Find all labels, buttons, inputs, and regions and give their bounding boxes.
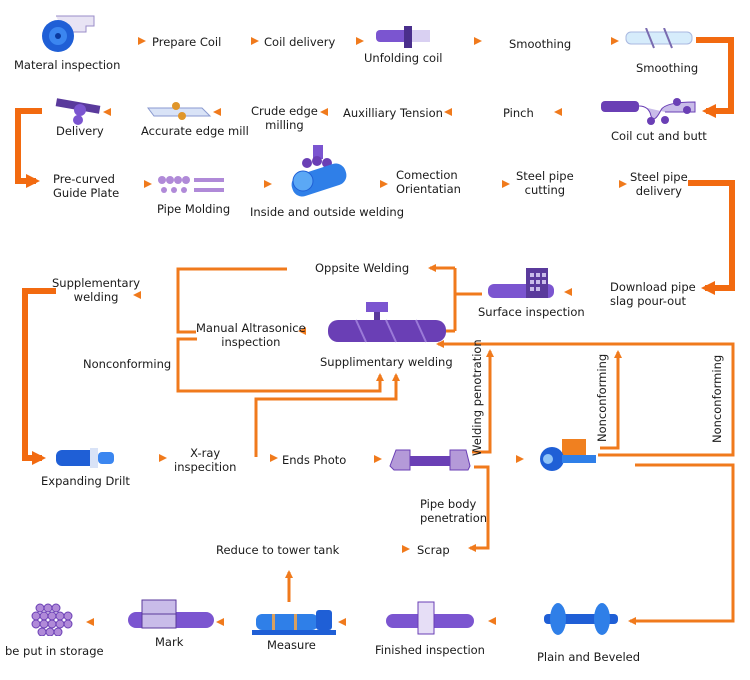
arrow-steeldelivery-download <box>688 180 735 295</box>
label-line: inspecition <box>174 460 237 474</box>
label-line: Pre-curved <box>53 172 115 186</box>
label-line: delivery <box>635 184 682 198</box>
label-prepare-coil: Prepare Coil <box>152 35 222 49</box>
supplementary-welding-pipe-icon <box>328 302 446 343</box>
label-line: Steel pipe <box>516 169 574 183</box>
label-line: milling <box>265 118 304 132</box>
delivery-rollers-icon <box>55 98 101 125</box>
smoothing-machine-icon <box>625 28 693 49</box>
loop-opposite-manual <box>176 267 287 334</box>
label-delivery: Delivery <box>56 124 104 138</box>
label-line: Supplementary <box>52 276 141 290</box>
arrow-smoothing-coilcut <box>696 37 734 118</box>
pipe-end-machine-icon <box>389 449 471 471</box>
label-line: X-ray <box>190 446 221 460</box>
label-line: Manual Altrasonice <box>196 321 306 335</box>
unfolding-coil-icon <box>376 26 430 48</box>
label-steel-pipe-cutting: Steel pipe cutting <box>516 169 574 197</box>
label-smoothing-2: Smoothing <box>636 61 699 75</box>
pipe-bundle-icon <box>31 603 73 636</box>
label-xray-inspection: X-ray inspecition <box>174 446 236 474</box>
label-supplementary-welding-left: Supplementary welding <box>52 276 140 304</box>
label-line: Orientatian <box>396 182 461 196</box>
label-smoothing-1: Smoothing <box>509 37 572 51</box>
label-nonconforming-left: Nonconforming <box>83 357 172 371</box>
label-pre-curved-guide: Pre-curved Guide Plate <box>53 172 119 200</box>
label-accurate-edge-mill: Accurate edge mill <box>141 124 249 138</box>
coil-roll-icon <box>42 15 95 52</box>
coil-cut-butt-icon <box>601 98 696 125</box>
label-line: penetration <box>420 511 488 525</box>
arrow-pipebody-scrap <box>468 465 490 552</box>
label-plain-beveled: Plain and Beveled <box>537 650 641 664</box>
edge-mill-icon <box>147 102 212 120</box>
label-opposite-welding: Oppsite Welding <box>315 261 410 275</box>
label-line: cutting <box>524 183 566 197</box>
label-crude-edge-milling: Crude edge milling <box>251 104 318 132</box>
label-line: Pipe body <box>420 497 477 511</box>
label-coil-delivery: Coil delivery <box>264 35 336 49</box>
arrow-delivery-precurved <box>15 108 42 188</box>
surface-inspection-icon <box>488 268 554 298</box>
plain-beveled-machine-icon <box>544 603 618 635</box>
label-line: Comection <box>396 168 458 182</box>
label-surface-inspection: Surface inspection <box>478 305 585 319</box>
arrow-supp-expanding <box>22 288 56 465</box>
label-line: Steel pipe <box>630 170 688 184</box>
arrow-to-opposite-welding <box>430 268 457 331</box>
arrow-nonconforming-mid-up <box>600 350 622 450</box>
label-correction-orientation: Comection Orientatian <box>396 168 461 196</box>
label-line: welding <box>73 290 119 304</box>
label-auxiliary-tension: Auxilliary Tension <box>343 106 443 120</box>
label-steel-pipe-delivery: Steel pipe delivery <box>630 170 688 198</box>
label-line: Guide Plate <box>53 186 120 200</box>
label-nonconforming-mid: Nonconforming <box>595 353 609 442</box>
label-measure: Measure <box>267 638 316 652</box>
loop-xray-supplementary <box>254 373 400 457</box>
label-line: inspection <box>221 335 281 349</box>
label-nonconforming-right: Nonconforming <box>710 354 724 443</box>
label-scrap: Scrap <box>417 543 450 557</box>
welding-machine-icon <box>291 145 347 197</box>
finished-inspection-icon <box>386 601 474 635</box>
label-expanding-drilt: Expanding Drilt <box>41 474 130 488</box>
label-inside-outside-welding: Inside and outside welding <box>250 205 404 219</box>
label-ends-photo: Ends Photo <box>282 453 347 467</box>
label-manual-ultrasonic: Manual Altrasonice inspection <box>196 321 306 349</box>
expanding-drill-icon <box>56 448 114 468</box>
label-pipe-body-penetration: Pipe body penetration <box>420 497 487 525</box>
label-mark: Mark <box>155 635 184 649</box>
label-reduce-tower-tank: Reduce to tower tank <box>216 543 340 557</box>
label-finished-inspection: Finished inspection <box>375 643 485 657</box>
arrow-to-plain-beveled <box>628 463 735 625</box>
label-pinch: Pinch <box>503 106 534 120</box>
ultrasonic-tester-icon <box>540 439 596 471</box>
label-coil-cut-butt: Coil cut and butt <box>611 129 707 143</box>
label-unfolding-coil: Unfolding coil <box>364 51 443 65</box>
label-line: Crude edge <box>251 104 318 118</box>
label-line: slag pour-out <box>610 294 687 308</box>
label-supplementary-welding-mid: Supplimentary welding <box>320 355 453 369</box>
arrow-welding-penetration-up <box>472 349 494 454</box>
label-download-pipe: Download pipe slag pour-out <box>610 280 696 308</box>
measure-machine-icon <box>252 610 336 635</box>
mark-machine-icon <box>128 599 214 629</box>
label-pipe-molding: Pipe Molding <box>157 202 231 216</box>
label-welding-penetration: Welding penotration <box>470 339 484 456</box>
label-material-inspection: Materal inspection <box>14 58 121 72</box>
loop-right-return <box>436 340 735 457</box>
label-line: Download pipe <box>610 280 696 294</box>
loop-manual-nonconforming <box>176 337 384 393</box>
label-storage: be put in storage <box>5 644 104 658</box>
pipe-molding-icon <box>158 176 224 193</box>
